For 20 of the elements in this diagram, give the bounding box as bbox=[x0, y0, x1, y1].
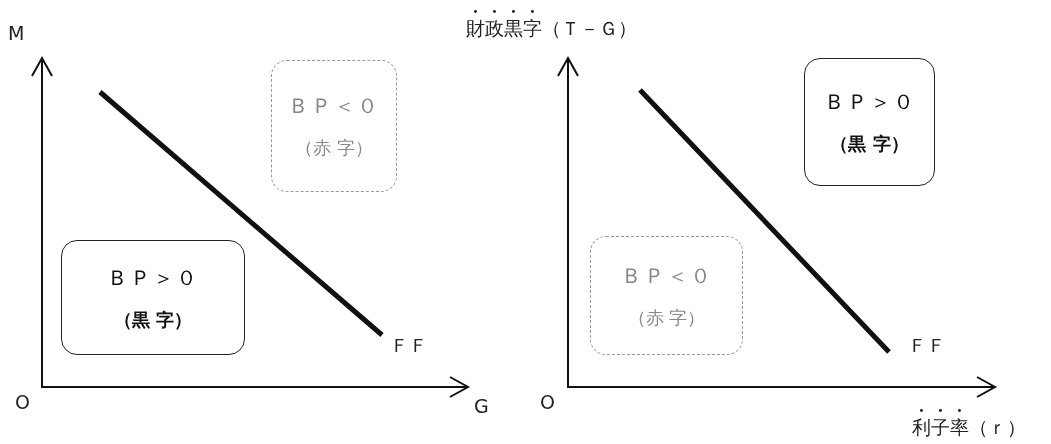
origin-label: O bbox=[540, 391, 555, 414]
balance-note: （黒 字） bbox=[830, 132, 909, 156]
curve-label: ＦＦ bbox=[390, 334, 428, 357]
origin-label: O bbox=[15, 391, 30, 414]
axis-label: 財政黒字（Ｔ－Ｇ） bbox=[466, 16, 637, 40]
balance-note: （黒 字） bbox=[113, 307, 193, 332]
rounded-box bbox=[61, 240, 245, 355]
rounded-box bbox=[271, 60, 397, 192]
rounded-box bbox=[804, 58, 935, 186]
balance-condition: ＢＰ＞０ bbox=[107, 264, 199, 292]
rounded-box bbox=[590, 236, 743, 355]
balance-note: （赤 字） bbox=[295, 136, 373, 160]
axis-label: G bbox=[474, 395, 489, 418]
balance-condition: ＢＰ＞０ bbox=[823, 89, 916, 116]
balance-condition: ＢＰ＜０ bbox=[288, 93, 380, 120]
axis-label: 利子率（ｒ） bbox=[912, 415, 1026, 439]
balance-condition: ＢＰ＜０ bbox=[620, 262, 713, 290]
balance-note: （赤 字） bbox=[627, 305, 706, 330]
axis-label: M bbox=[8, 22, 25, 45]
curve-label: ＦＦ bbox=[908, 334, 946, 357]
